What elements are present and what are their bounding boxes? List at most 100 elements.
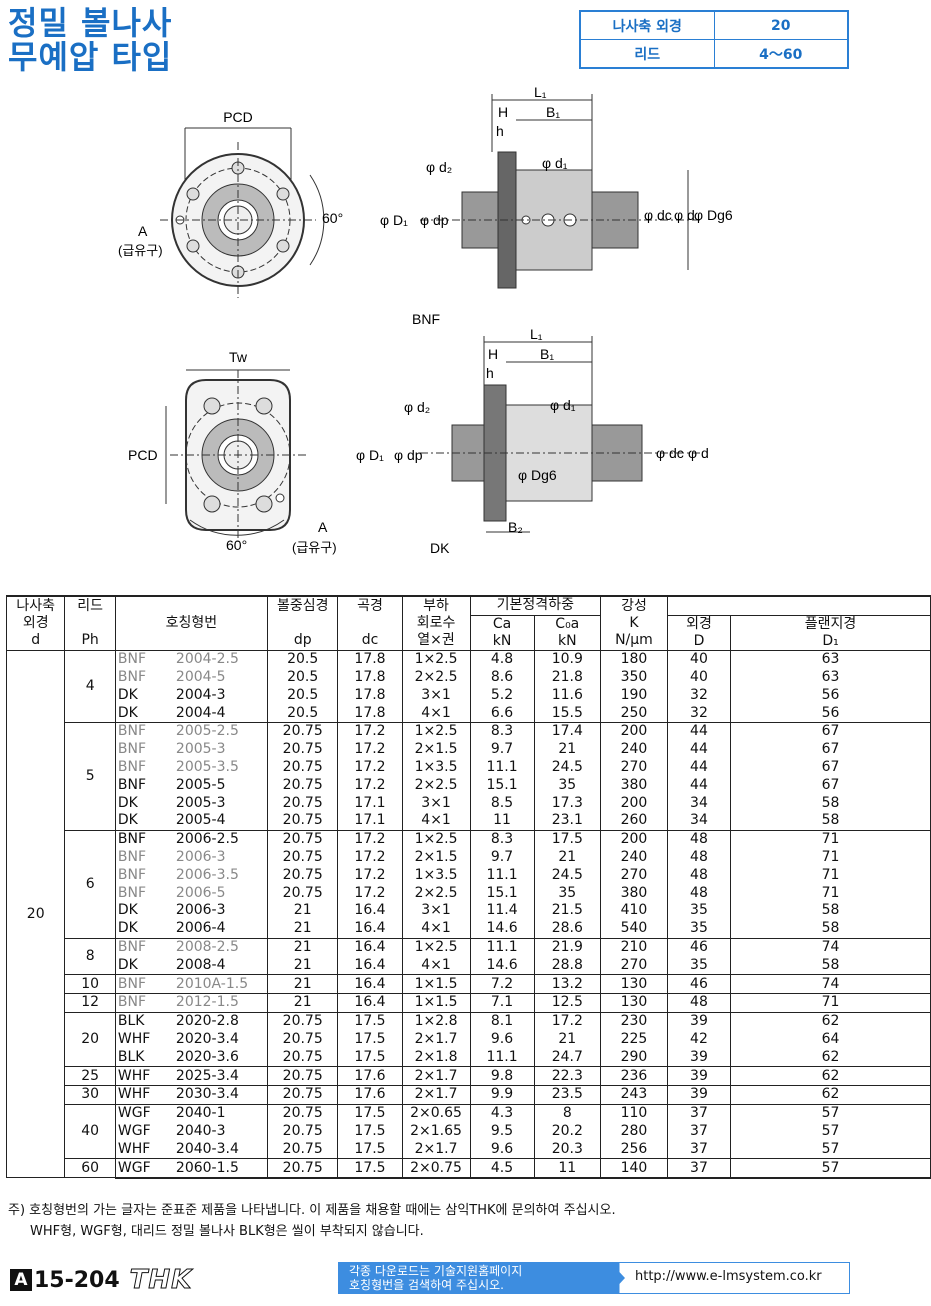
- header-root-dia: 곡경 dc: [337, 594, 403, 651]
- dk-d2-label: φ d₂: [404, 399, 430, 415]
- model-type: BNF: [117, 831, 147, 848]
- header-outer-2: D: [693, 632, 705, 649]
- cell-ca: 11.1: [469, 937, 535, 957]
- cell-dc: 17.8: [337, 686, 403, 705]
- cell-circ: 1×2.5: [401, 829, 471, 849]
- cell-c0a: 24.5: [533, 758, 602, 777]
- cell-k: 110: [600, 1103, 668, 1123]
- cell-circ: 3×1: [401, 686, 471, 705]
- section-badge: A: [10, 1269, 32, 1291]
- cell-c0a: 17.2: [533, 1011, 602, 1031]
- cell-ca: 5.2: [469, 686, 535, 705]
- header-model: 호칭형번: [114, 594, 268, 651]
- header-lead: 리드 Ph: [64, 594, 116, 651]
- cell-d: 39: [666, 1048, 732, 1067]
- website-link[interactable]: http://www.e-lmsystem.co.kr: [635, 1269, 822, 1284]
- header-rigidity-2: K: [629, 614, 639, 631]
- cell-circ: 2×1.7: [401, 1030, 471, 1049]
- model-number: 2012-1.5: [175, 994, 239, 1011]
- cell-circ: 1×1.5: [401, 992, 471, 1013]
- cell-k: 350: [600, 668, 668, 687]
- cell-dc: 17.5: [337, 1103, 403, 1123]
- dk-angle-label: 60°: [226, 537, 247, 553]
- cell-dc: 17.2: [337, 884, 403, 902]
- cell-circ: 2×1.5: [401, 740, 471, 759]
- model-number: 2005-4: [175, 812, 226, 829]
- cell-ca: 8.3: [469, 829, 535, 849]
- model-type: BNF: [117, 741, 147, 758]
- cell-dp: 20.75: [266, 794, 339, 812]
- header-lead-1: 리드: [77, 597, 104, 614]
- model-number: 2030-3.4: [175, 1086, 239, 1103]
- cell-ca: 14.6: [469, 919, 535, 939]
- notes: 주) 호칭형번의 가는 글자는 준표준 제품을 나타냅니다. 이 제품을 채용할…: [8, 1200, 616, 1242]
- cell-c0a: 20.3: [533, 1140, 602, 1159]
- cell-circ: 1×3.5: [401, 866, 471, 885]
- cell-k: 240: [600, 740, 668, 759]
- cell-circ: 2×1.5: [401, 848, 471, 867]
- dk-tw-label: Tw: [229, 349, 248, 365]
- cell-c0a: 11: [533, 1158, 602, 1179]
- header-circuits: 부하 회로수 열×권: [401, 594, 471, 651]
- bnf-b1-label: B₁: [546, 104, 560, 120]
- cell-dp: 20.75: [266, 1011, 339, 1031]
- dk-l1-label: L₁: [530, 326, 543, 342]
- model-type: BNF: [117, 723, 147, 740]
- model-type: DK: [117, 704, 138, 721]
- cell-dp: 20.5: [266, 649, 339, 669]
- cell-circ: 1×2.5: [401, 937, 471, 957]
- cell-circ: 1×3.5: [401, 758, 471, 777]
- cell-d1: 71: [730, 866, 931, 885]
- cell-dc: 16.4: [337, 992, 403, 1013]
- cell-dc: 17.5: [337, 1158, 403, 1179]
- header-shaft-dia: 나사축 외경 d: [5, 594, 66, 651]
- cell-k: 130: [600, 992, 668, 1013]
- cell-dc: 17.5: [337, 1140, 403, 1159]
- header-circuits-1: 부하: [423, 597, 449, 614]
- cell-dp: 20.75: [266, 1066, 339, 1086]
- cell-ca: 8.5: [469, 794, 535, 812]
- cell-ca: 9.9: [469, 1084, 535, 1105]
- dk-d1-label: φ d₁: [550, 397, 576, 413]
- model-number: 2006-3.5: [175, 866, 239, 883]
- model-number: 2004-3: [175, 686, 226, 703]
- cell-circ: 2×0.75: [401, 1158, 471, 1179]
- spec-box: 나사축 외경 20 리드 4～60: [579, 10, 849, 69]
- cell-ca: 15.1: [469, 776, 535, 795]
- cell-d1: 57: [730, 1158, 931, 1179]
- thk-logo: THK: [129, 1265, 193, 1296]
- cell-d: 39: [666, 1066, 732, 1086]
- cell-dp: 20.75: [266, 1030, 339, 1049]
- download-banner[interactable]: 각종 다운로드는 기술지원홈페이지 호칭형번을 검색하여 주십시오. http:…: [338, 1262, 850, 1294]
- cell-d: 32: [666, 686, 732, 705]
- cell-c0a: 21.9: [533, 937, 602, 957]
- cell-d1: 57: [730, 1122, 931, 1141]
- bnf-d2-label: φ d₂: [426, 159, 452, 175]
- cell-c0a: 20.2: [533, 1122, 602, 1141]
- cell-k: 380: [600, 884, 668, 902]
- cell-d1: 63: [730, 649, 931, 669]
- header-circuits-3: 열×권: [417, 631, 455, 648]
- cell-k: 130: [600, 974, 668, 994]
- cell-dc: 17.5: [337, 1048, 403, 1067]
